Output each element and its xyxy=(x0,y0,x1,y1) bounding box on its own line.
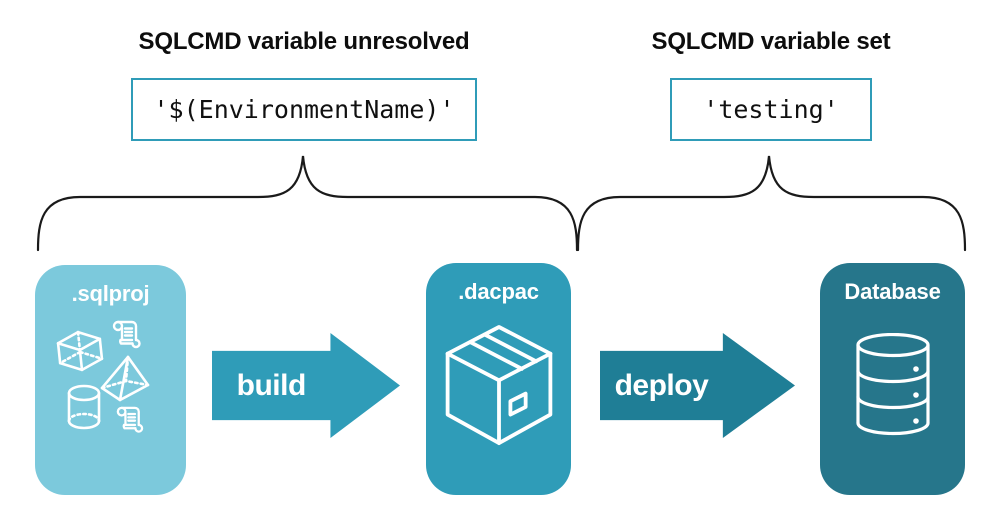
node-dacpac: .dacpac xyxy=(426,263,571,495)
node-sqlproj: .sqlproj xyxy=(35,265,186,495)
heading-variable-unresolved: SQLCMD variable unresolved xyxy=(138,28,470,55)
deploy-arrow: deploy xyxy=(600,333,795,438)
build-arrow: build xyxy=(212,333,400,438)
node-dacpac-label: .dacpac xyxy=(458,279,539,304)
build-arrow-label: build xyxy=(236,368,307,402)
left-brace xyxy=(36,155,579,252)
right-brace xyxy=(576,155,967,252)
heading-variable-set: SQLCMD variable set xyxy=(651,28,891,55)
code-text-unresolved: '$(EnvironmentName)' xyxy=(153,95,455,124)
node-database-label: Database xyxy=(844,279,941,304)
code-box-unresolved: '$(EnvironmentName)' xyxy=(131,78,477,141)
node-sqlproj-label: .sqlproj xyxy=(71,281,150,306)
deploy-arrow-label: deploy xyxy=(614,368,709,402)
code-text-set: 'testing' xyxy=(703,95,839,124)
code-box-set: 'testing' xyxy=(670,78,872,141)
database-cylinder-icon xyxy=(856,333,930,436)
node-database: Database xyxy=(820,263,965,495)
package-box-icon xyxy=(445,325,553,445)
sql-objects-icon xyxy=(56,320,150,433)
